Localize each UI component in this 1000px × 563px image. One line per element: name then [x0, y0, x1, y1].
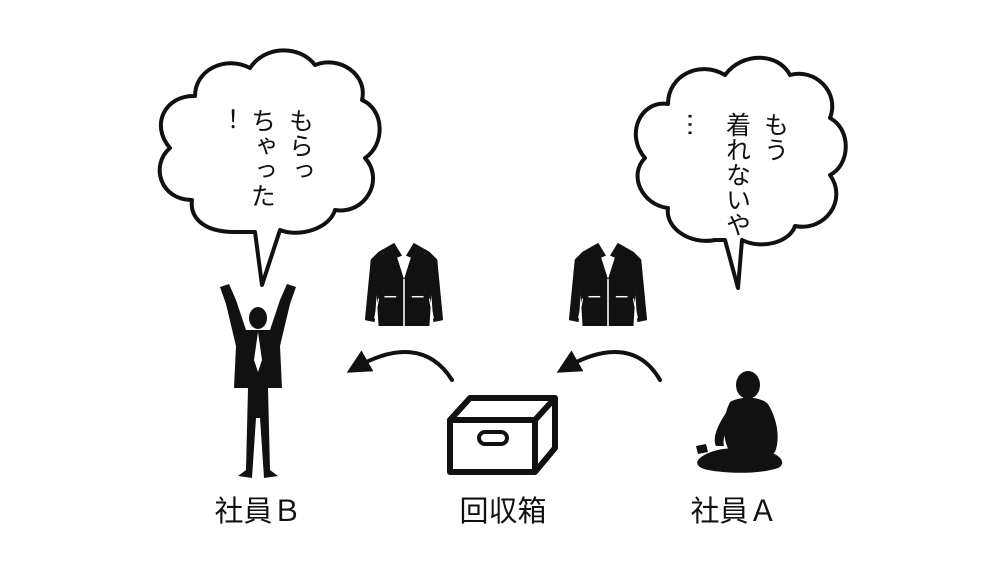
bubble-b-line-1: もらっ [286, 108, 315, 183]
sitting-person-icon [696, 371, 783, 473]
bubble-outline [633, 55, 848, 290]
speech-bubble-employee-b: もらっ ちゃった ！ [157, 48, 382, 287]
bubble-a-line-1: もう [761, 112, 790, 162]
bubble-b-line-3: ！ [212, 108, 241, 133]
bubble-outline [157, 48, 382, 287]
suit-jacket-icon [568, 241, 648, 327]
bubble-a-line-3: … [683, 112, 712, 137]
label-collection-box: 回収箱 [459, 494, 547, 528]
collection-box-icon [447, 395, 558, 475]
label-employee-b: 社員Ｂ [214, 494, 302, 528]
speech-bubble-employee-a: もう 着れないや … [633, 55, 848, 290]
label-employee-a: 社員Ａ [690, 494, 778, 528]
bubble-b-line-2: ちゃった [248, 108, 277, 208]
suit-jacket-icon [364, 241, 444, 327]
cheering-person-icon [220, 284, 296, 478]
bubble-a-line-2: 着れないや [723, 112, 752, 237]
curved-arrow-left-icon [346, 350, 454, 382]
curved-arrow-left-icon [556, 350, 662, 382]
